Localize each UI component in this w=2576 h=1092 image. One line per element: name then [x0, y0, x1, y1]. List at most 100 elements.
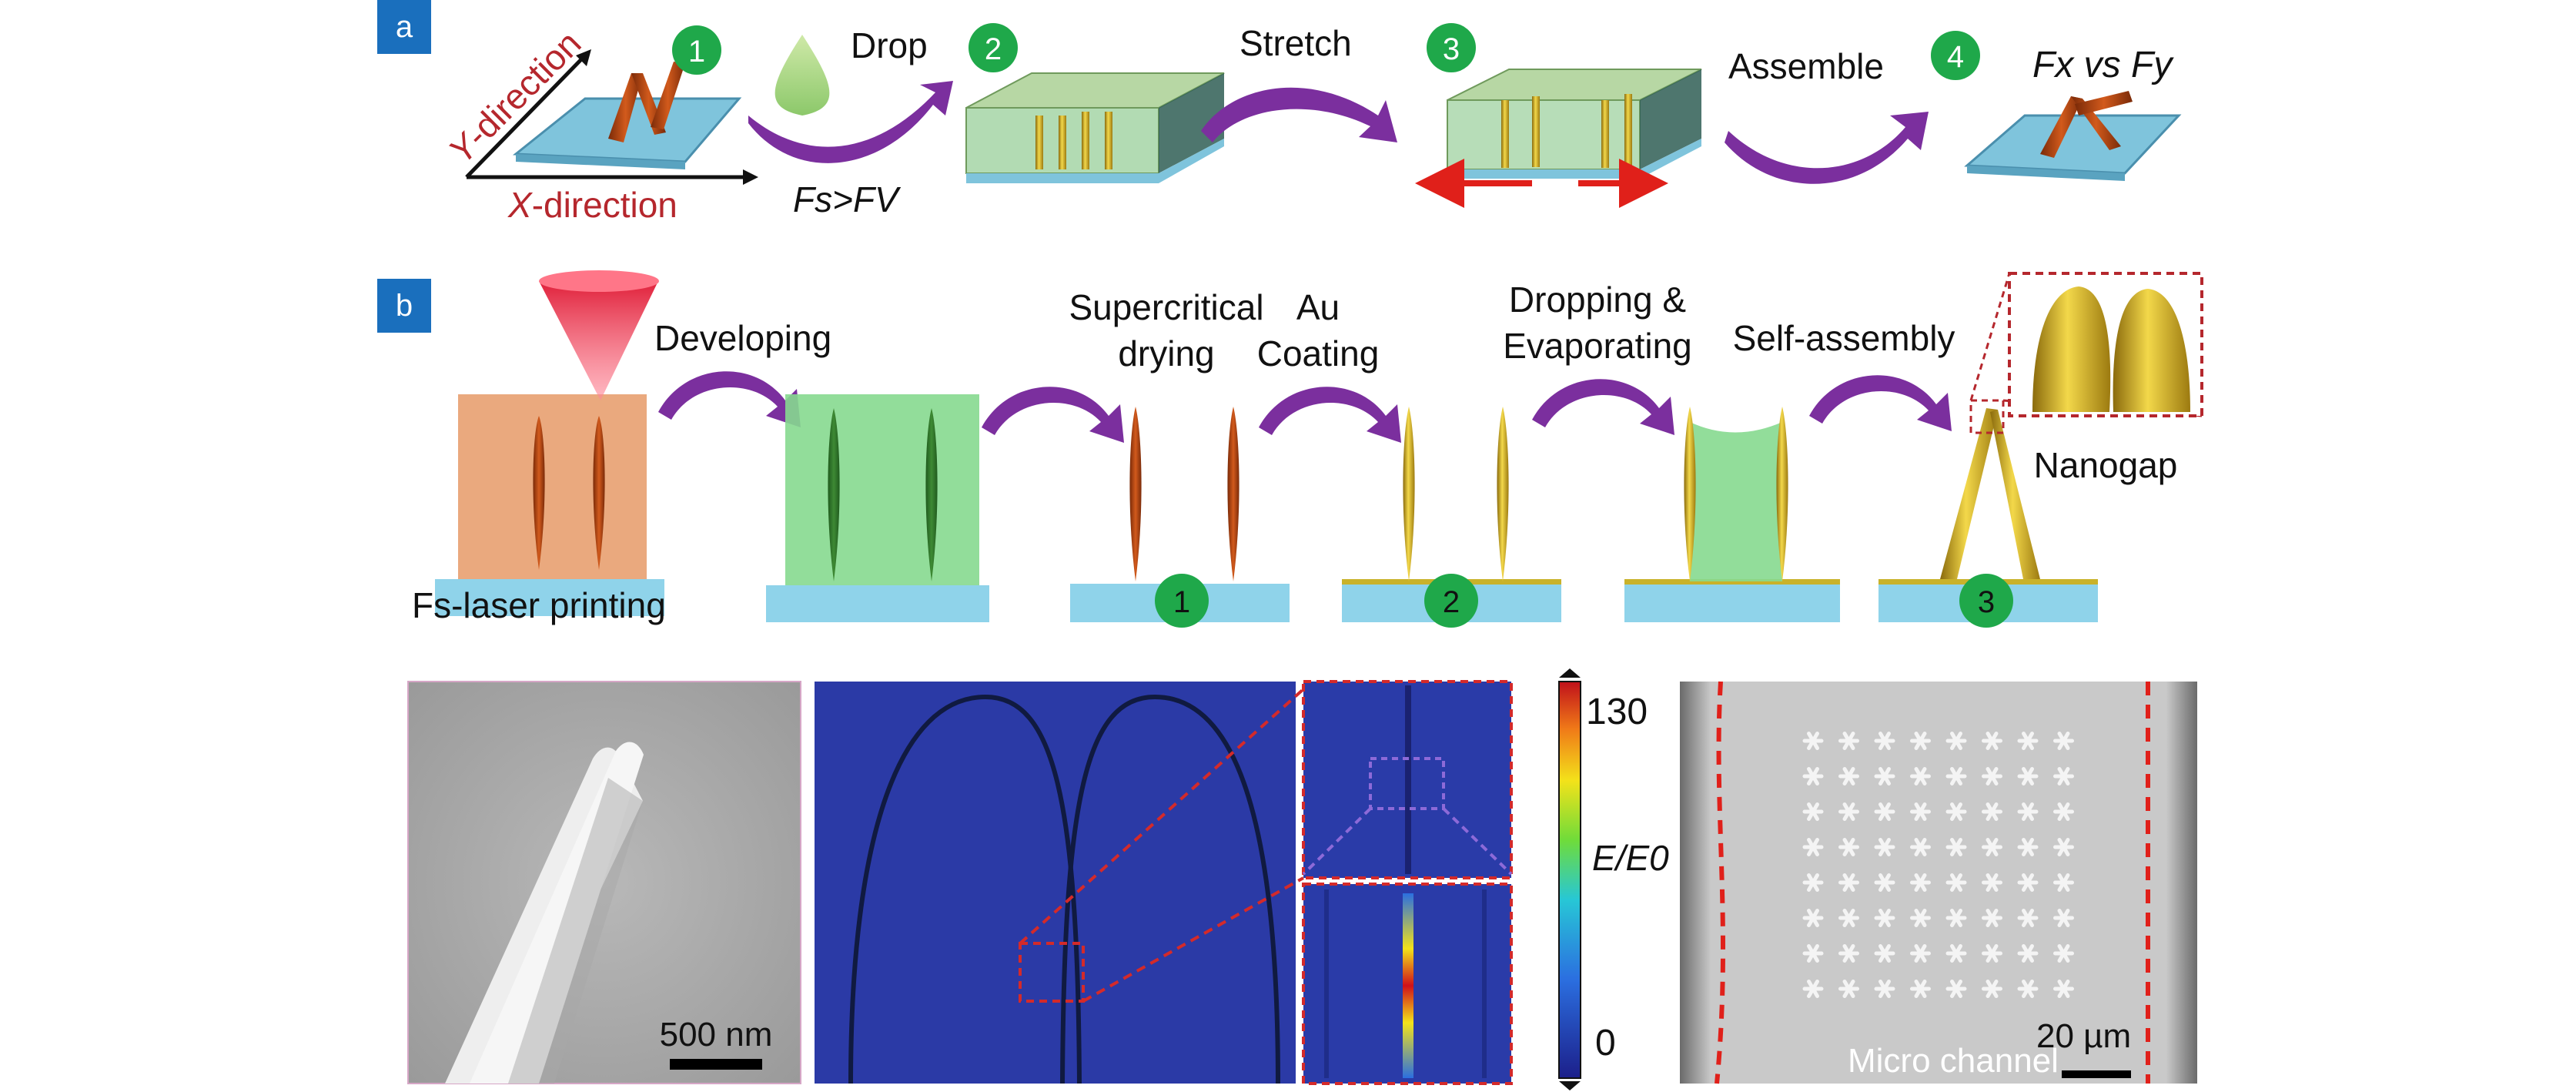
panel-a: a Y-direction X-direction 1 Drop Fs>FV	[377, 0, 2182, 225]
axes-icon	[465, 49, 758, 185]
colorbar-max: 130	[1586, 692, 1648, 732]
self-assembly-label: Self-assembly	[1733, 318, 1955, 358]
developing-label: Developing	[654, 318, 831, 358]
b-step-3-text: 3	[1978, 585, 1995, 619]
step-2-badge	[969, 23, 1018, 72]
micro-star-icon	[2053, 767, 2074, 786]
micro-scale-label: 20 µm	[2036, 1017, 2131, 1055]
force-compare-label: Fs>FV	[793, 179, 902, 219]
micro-star-icon	[2053, 909, 2074, 927]
micro-star-icon	[1945, 873, 1967, 892]
step-3-text: 3	[1443, 32, 1460, 66]
purple-arrow-b2	[982, 387, 1124, 443]
micro-star-icon	[2017, 802, 2039, 821]
colorbar-up-arrow-icon	[1559, 668, 1581, 678]
micro-star-icon	[1982, 838, 2002, 856]
step-1-badge	[672, 25, 721, 75]
purple-arrow-3	[1725, 112, 1929, 184]
micro-star-icon	[1982, 944, 2002, 963]
step4-assembled	[1964, 91, 2182, 181]
micro-star-icon	[1910, 802, 1931, 821]
micro-star-icon	[1910, 873, 1931, 892]
micro-star-icon	[1802, 767, 1824, 786]
dropping-line2: Evaporating	[1503, 326, 1692, 366]
micro-star-icon	[1802, 838, 1824, 856]
micro-star-icon	[1945, 802, 1967, 821]
micro-star-icon	[2017, 767, 2039, 786]
micro-star-icon	[1874, 909, 1895, 927]
micro-star-icon	[1945, 732, 1967, 750]
sem-scale-label: 500 nm	[660, 1016, 773, 1053]
micro-star-icon	[1838, 909, 1859, 927]
micro-star-icon	[1838, 944, 1859, 963]
micro-star-icon	[1945, 767, 1967, 786]
colorbar-min: 0	[1595, 1023, 1616, 1064]
drop-icon	[774, 35, 830, 116]
micro-channel-image	[1680, 681, 2197, 1084]
micro-star-icon	[1802, 980, 1824, 998]
micro-star-icon	[1982, 802, 2002, 821]
micro-star-icon	[1874, 838, 1895, 856]
micro-star-icon	[2053, 838, 2074, 856]
micro-star-icon	[1945, 838, 1967, 856]
developing-stage	[766, 394, 989, 622]
laser-printing-stage	[435, 270, 664, 616]
dropping-line1: Dropping &	[1509, 280, 1686, 320]
micro-star-icon	[1838, 873, 1859, 892]
panel-b-label: b	[396, 289, 413, 323]
force-vs-label: Fx vs Fy	[2032, 45, 2174, 85]
micro-star-icon	[2053, 944, 2074, 963]
purple-arrow-b3	[1259, 387, 1401, 443]
micro-star-icon	[1838, 732, 1859, 750]
drop-label: Drop	[851, 25, 928, 65]
micro-star-icon	[1945, 944, 1967, 963]
laser-cone-icon	[539, 281, 658, 400]
purple-arrow-b4	[1532, 379, 1674, 435]
x-letter: X	[507, 185, 534, 225]
micro-star-icon	[1910, 838, 1931, 856]
micro-star-icon	[1982, 732, 2002, 750]
micro-star-icon	[2017, 909, 2039, 927]
micro-star-icon	[1874, 944, 1895, 963]
b-step-2-text: 2	[1443, 585, 1460, 619]
micro-star-icon	[1982, 909, 2002, 927]
micro-star-icon	[2017, 944, 2039, 963]
micro-star-icon	[1874, 873, 1895, 892]
micro-channel-label: Micro channel	[1848, 1042, 2059, 1080]
au-line2: Coating	[1257, 333, 1380, 373]
micro-star-icon	[1910, 767, 1931, 786]
micro-star-icon	[1802, 732, 1824, 750]
micro-star-icon	[1838, 838, 1859, 856]
b-step-1-text: 1	[1173, 585, 1190, 619]
stretch-label: Stretch	[1239, 23, 1352, 63]
micro-star-icon	[2053, 873, 2074, 892]
supercritical-line2: drying	[1118, 333, 1214, 373]
colorbar-label: E/E0	[1592, 838, 1669, 878]
laser-caption: Fs-laser printing	[412, 585, 666, 625]
micro-star-icon	[1945, 909, 1967, 927]
micro-star-icon	[2017, 980, 2039, 998]
micro-star-icon	[1874, 732, 1895, 750]
purple-arrow-1	[748, 81, 953, 163]
micro-star-icon	[2053, 980, 2074, 998]
micro-star-icon	[2017, 873, 2039, 892]
step-4-text: 4	[1947, 40, 1964, 74]
micro-star-icon	[1802, 873, 1824, 892]
micro-star-icon	[1945, 980, 1967, 998]
field-zoom-top	[1302, 680, 1513, 879]
micro-star-icon	[2017, 732, 2039, 750]
micro-star-icon	[1910, 732, 1931, 750]
micro-star-icon	[1802, 909, 1824, 927]
micro-star-icon	[1838, 802, 1859, 821]
purple-arrow-2	[1201, 87, 1397, 142]
panel-b-label-box	[377, 279, 431, 333]
step-3-badge	[1427, 23, 1476, 72]
micro-star-icon	[1982, 767, 2002, 786]
au-line1: Au	[1296, 287, 1340, 327]
sem-image	[407, 681, 801, 1084]
nanogap-label: Nanogap	[2034, 445, 2178, 485]
step3-stretched-block	[1415, 69, 1702, 208]
micro-star-icon	[2053, 732, 2074, 750]
field-zoom-bottom	[1302, 883, 1513, 1085]
